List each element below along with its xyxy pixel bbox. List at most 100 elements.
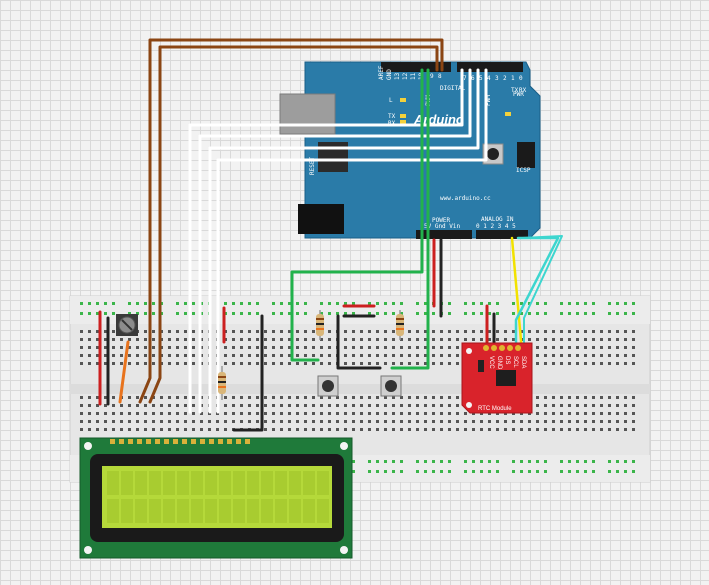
breadboard-hole — [272, 346, 275, 349]
breadboard-hole — [176, 404, 179, 407]
breadboard-hole — [240, 338, 243, 341]
breadboard-hole — [112, 338, 115, 341]
breadboard-hole — [552, 420, 555, 423]
breadboard-hole — [400, 302, 403, 305]
rtc-pin-2 — [491, 345, 497, 351]
breadboard-hole — [408, 412, 411, 415]
breadboard-hole — [96, 330, 99, 333]
breadboard-hole — [472, 302, 475, 305]
breadboard-hole — [104, 396, 107, 399]
label-reset: RESET — [309, 157, 316, 175]
breadboard-hole — [376, 346, 379, 349]
breadboard-hole — [152, 420, 155, 423]
breadboard-hole — [576, 338, 579, 341]
breadboard-hole — [144, 412, 147, 415]
breadboard-hole — [576, 312, 579, 315]
breadboard-hole — [528, 460, 531, 463]
breadboard-hole — [592, 354, 595, 357]
breadboard-hole — [168, 404, 171, 407]
breadboard-hole — [176, 338, 179, 341]
breadboard-hole — [160, 404, 163, 407]
breadboard-hole — [496, 338, 499, 341]
breadboard-hole — [280, 302, 283, 305]
breadboard-hole — [384, 338, 387, 341]
breadboard-hole — [392, 362, 395, 365]
breadboard-hole — [624, 404, 627, 407]
breadboard-hole — [120, 404, 123, 407]
breadboard-hole — [568, 404, 571, 407]
breadboard-hole — [96, 412, 99, 415]
breadboard-hole — [544, 420, 547, 423]
led-tx — [400, 114, 406, 118]
breadboard-hole — [288, 412, 291, 415]
wire-white-2 — [198, 68, 472, 414]
breadboard-hole — [152, 302, 155, 305]
breadboard-hole — [328, 330, 331, 333]
breadboard-hole — [176, 330, 179, 333]
breadboard-hole — [264, 404, 267, 407]
rtc-pin-3 — [499, 345, 505, 351]
lcd-pin — [236, 439, 241, 444]
label-icsp: ICSP — [516, 167, 531, 174]
breadboard-hole — [328, 302, 331, 305]
breadboard-hole — [368, 338, 371, 341]
breadboard-hole — [600, 420, 603, 423]
breadboard-hole — [608, 354, 611, 357]
breadboard-hole — [568, 470, 571, 473]
breadboard-hole — [352, 354, 355, 357]
breadboard-hole — [264, 362, 267, 365]
breadboard-hole — [416, 428, 419, 431]
breadboard-hole — [264, 420, 267, 423]
breadboard-hole — [344, 404, 347, 407]
breadboard-hole — [304, 302, 307, 305]
breadboard-hole — [512, 420, 515, 423]
label-pin-6: 6 — [471, 75, 475, 82]
lcd-cell — [135, 499, 147, 523]
breadboard-hole — [616, 412, 619, 415]
breadboard-hole — [224, 346, 227, 349]
breadboard-hole — [440, 404, 443, 407]
breadboard-hole — [160, 412, 163, 415]
breadboard-hole — [464, 420, 467, 423]
breadboard-hole — [304, 362, 307, 365]
breadboard-hole — [104, 354, 107, 357]
breadboard-hole — [280, 346, 283, 349]
power-jack — [298, 204, 344, 234]
breadboard-hole — [104, 338, 107, 341]
lcd-cell — [107, 499, 119, 523]
breadboard-hole — [584, 420, 587, 423]
breadboard-hole — [128, 396, 131, 399]
breadboard-hole — [360, 404, 363, 407]
breadboard-hole — [200, 412, 203, 415]
lcd-cell — [163, 499, 175, 523]
breadboard-hole — [328, 312, 331, 315]
breadboard-hole — [352, 346, 355, 349]
breadboard-hole — [328, 338, 331, 341]
breadboard-hole — [616, 396, 619, 399]
breadboard-hole — [88, 412, 91, 415]
label-analog-pins: 0 1 2 3 4 5 — [476, 223, 516, 230]
breadboard-hole — [544, 330, 547, 333]
breadboard-hole — [616, 362, 619, 365]
breadboard-hole — [544, 312, 547, 315]
label-pwr: PWR — [513, 91, 524, 98]
breadboard-hole — [264, 338, 267, 341]
breadboard-hole — [504, 420, 507, 423]
breadboard-hole — [544, 412, 547, 415]
breadboard-hole — [424, 420, 427, 423]
breadboard-hole — [384, 396, 387, 399]
label-power-pins: 5V Gnd Vin — [424, 223, 461, 230]
lcd-pin — [227, 439, 232, 444]
breadboard-hole — [552, 428, 555, 431]
breadboard-hole — [448, 460, 451, 463]
breadboard-hole — [192, 302, 195, 305]
breadboard-hole — [152, 312, 155, 315]
breadboard-hole — [184, 428, 187, 431]
breadboard-hole — [536, 362, 539, 365]
breadboard-hole — [112, 346, 115, 349]
breadboard-hole — [592, 330, 595, 333]
lcd-cell — [247, 471, 259, 495]
breadboard-hole — [80, 346, 83, 349]
breadboard-hole — [256, 302, 259, 305]
breadboard-hole — [632, 404, 635, 407]
